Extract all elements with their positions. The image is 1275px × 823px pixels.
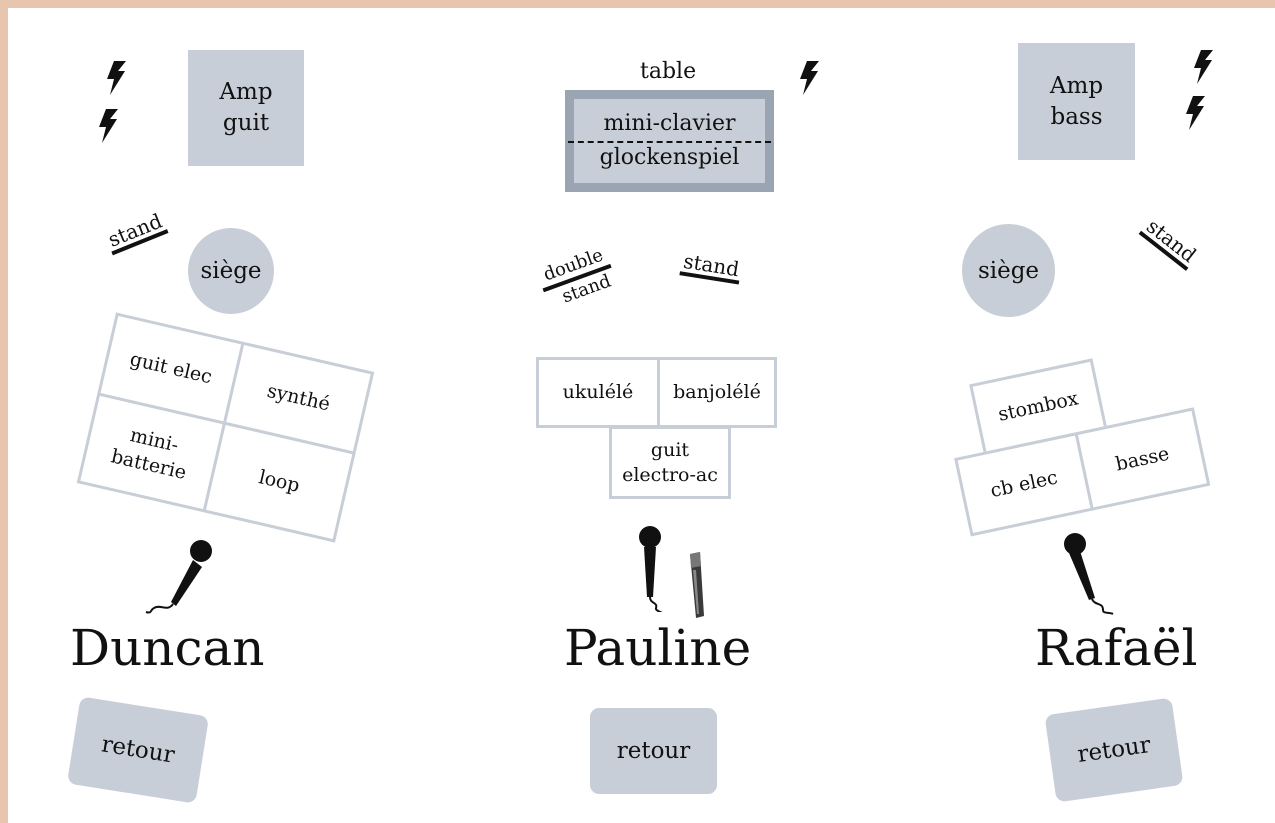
- instrument-cell: guit electro-ac: [609, 426, 731, 499]
- instrument-cell: ukulélé: [536, 357, 660, 428]
- table-label: table: [640, 59, 697, 84]
- divider: [568, 141, 771, 143]
- instrument-grid: stombox cb elec basse: [933, 324, 1214, 547]
- double-stand: double stand: [533, 241, 629, 325]
- power-icon: [1194, 50, 1213, 84]
- musician-name: Pauline: [564, 619, 752, 677]
- monitor-wedge: retour: [590, 708, 717, 794]
- seat: siège: [962, 224, 1055, 317]
- power-icon: [107, 61, 126, 95]
- glockenspiel: glockenspiel: [599, 145, 740, 170]
- keyboard-table: mini-clavier glockenspiel: [565, 90, 774, 192]
- power-icon: [800, 61, 819, 95]
- stand: stand: [1138, 214, 1202, 271]
- stand: stand: [679, 249, 743, 285]
- musician-name: Rafaël: [1035, 619, 1198, 677]
- power-icon: [1186, 96, 1205, 130]
- instrument-cell: cb elec: [954, 432, 1095, 537]
- guitar-amp: Amp guit: [188, 50, 304, 166]
- instrument-microphone-icon: [690, 552, 704, 618]
- microphone-icon: [145, 540, 212, 614]
- power-icon: [99, 109, 118, 143]
- microphone-icon: [1064, 533, 1114, 615]
- seat: siège: [188, 228, 274, 314]
- mini-keyboard: mini-clavier: [603, 111, 736, 136]
- bass-amp: Amp bass: [1018, 43, 1135, 160]
- table-top: mini-clavier glockenspiel: [568, 99, 771, 183]
- stage-plot: Amp guit stand siège guit elec synthé mi…: [8, 8, 1275, 823]
- monitor-wedge: retour: [66, 696, 210, 804]
- microphone-icon: [639, 526, 663, 612]
- stand: stand: [103, 209, 169, 256]
- instrument-grid: guit elec synthé mini- batterie loop: [76, 312, 375, 543]
- musician-name: Duncan: [70, 619, 265, 677]
- instrument-cell: banjolélé: [657, 357, 777, 428]
- monitor-wedge: retour: [1044, 697, 1184, 803]
